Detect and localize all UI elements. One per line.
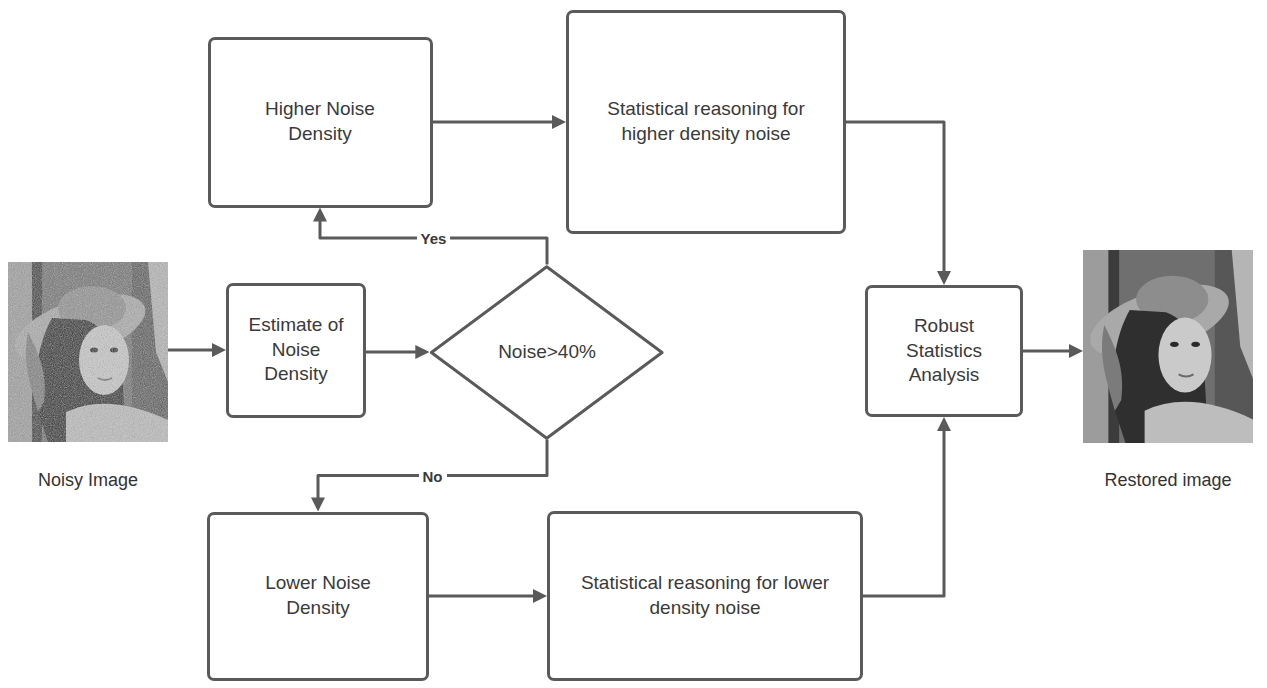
process-box: Lower Noise Density xyxy=(207,512,429,681)
process-box: Higher Noise Density xyxy=(208,37,433,208)
flow-arrow xyxy=(1023,350,1073,353)
node-label: Estimate of Noise Density xyxy=(241,313,351,387)
image-caption: Restored image xyxy=(1104,469,1231,494)
portrait-figure xyxy=(1082,250,1253,443)
restored-photo xyxy=(1082,250,1253,443)
process-box: Robust Statistics Analysis xyxy=(865,285,1023,417)
branch-label: Yes xyxy=(417,230,451,247)
flow-arrow xyxy=(168,349,216,352)
node-label: Statistical reasoning for higher density… xyxy=(581,97,831,146)
process-box: Estimate of Noise Density xyxy=(226,283,366,418)
diamond-shape xyxy=(432,266,663,438)
node-label: Lower Noise Density xyxy=(248,571,388,620)
flow-arrow xyxy=(863,427,944,596)
portrait-figure xyxy=(7,262,168,442)
output-image: Restored image xyxy=(1083,250,1253,494)
node-label: Higher Noise Density xyxy=(250,97,390,146)
noisy-photo xyxy=(7,262,168,442)
flow-arrow xyxy=(320,218,547,265)
image-caption: Noisy Image xyxy=(38,469,138,494)
flow-arrow xyxy=(429,595,537,598)
node-label: Noise>40% xyxy=(498,340,596,365)
process-box: Statistical reasoning for lower density … xyxy=(547,511,863,681)
flow-arrow xyxy=(846,122,944,275)
decision-diamond: Noise>40% xyxy=(429,265,664,440)
node-label: Statistical reasoning for lower density … xyxy=(580,571,830,620)
noise-overlay xyxy=(8,262,168,442)
flow-arrow xyxy=(433,121,557,124)
process-box: Statistical reasoning for higher density… xyxy=(566,10,846,234)
node-label: Robust Statistics Analysis xyxy=(889,314,999,388)
input-image: Noisy Image xyxy=(8,262,168,494)
flow-arrow xyxy=(366,351,419,354)
flow-arrow xyxy=(318,440,547,502)
branch-label: No xyxy=(419,467,447,484)
